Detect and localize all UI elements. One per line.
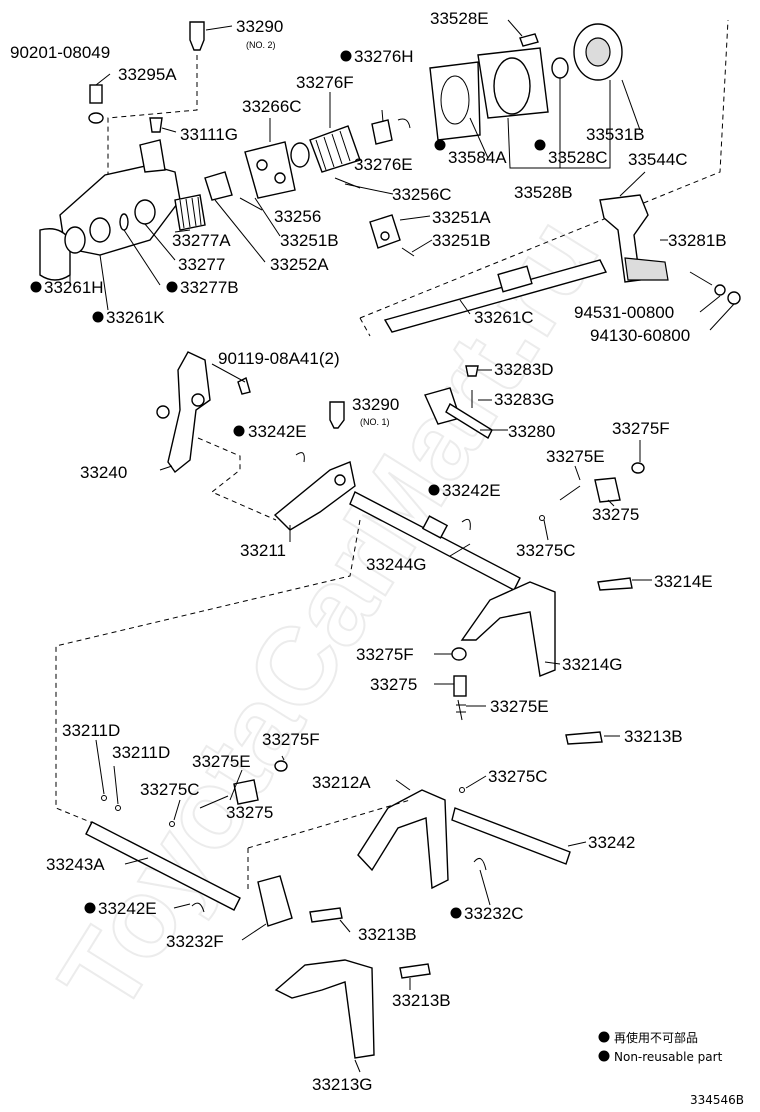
part-labels: 33290 (NO. 2) 90201-08049 33295A 33111G … bbox=[10, 9, 727, 1094]
label-33275E-middle[interactable]: 33275E bbox=[490, 697, 549, 716]
label-33252A[interactable]: 33252A bbox=[270, 255, 329, 274]
label-33275-middle[interactable]: 33275 bbox=[370, 675, 417, 694]
label-33544C[interactable]: 33544C bbox=[628, 150, 688, 169]
label-33290-mid[interactable]: 33290 bbox=[352, 395, 399, 414]
label-33275C-upper[interactable]: 33275C bbox=[516, 541, 576, 560]
label-33283G[interactable]: 33283G bbox=[494, 390, 555, 409]
label-33211D-b[interactable]: 33211D bbox=[112, 743, 170, 762]
label-33277[interactable]: 33277 bbox=[178, 255, 225, 274]
label-33211[interactable]: 33211 bbox=[240, 541, 286, 560]
label-33528B[interactable]: 33528B bbox=[514, 183, 573, 202]
label-33261C[interactable]: 33261C bbox=[474, 308, 534, 327]
label-33211D-a[interactable]: 33211D bbox=[62, 721, 120, 740]
label-33251A[interactable]: 33251A bbox=[432, 208, 491, 227]
label-33214E[interactable]: 33214E bbox=[654, 572, 713, 591]
label-33275F-upper[interactable]: 33275F bbox=[612, 419, 670, 438]
label-33275F-lower[interactable]: 33275F bbox=[262, 730, 320, 749]
top-assembly-drawing bbox=[39, 19, 741, 337]
label-33295A[interactable]: 33295A bbox=[118, 65, 177, 84]
label-33242E-upper[interactable]: 33242E bbox=[248, 422, 307, 441]
label-33251B-right[interactable]: 33251B bbox=[432, 231, 491, 250]
label-33240[interactable]: 33240 bbox=[80, 463, 127, 482]
legend-line-japanese: 再使用不可部品 bbox=[614, 1030, 698, 1045]
leader-lines bbox=[69, 19, 735, 1073]
label-33213B-lower[interactable]: 33213B bbox=[392, 991, 451, 1010]
label-33242E-middle[interactable]: 33242E bbox=[442, 481, 501, 500]
label-33213B-right[interactable]: 33213B bbox=[624, 727, 683, 746]
label-33531B[interactable]: 33531B bbox=[586, 125, 645, 144]
label-33242[interactable]: 33242 bbox=[588, 833, 635, 852]
label-33275C-right[interactable]: 33275C bbox=[488, 767, 548, 786]
label-33275C-left[interactable]: 33275C bbox=[140, 780, 200, 799]
label-33243A[interactable]: 33243A bbox=[46, 855, 105, 874]
label-90119-08A41[interactable]: 90119-08A41(2) bbox=[218, 349, 340, 368]
label-33584A[interactable]: 33584A bbox=[448, 148, 507, 167]
label-33277B[interactable]: 33277B bbox=[180, 278, 239, 297]
label-33111G[interactable]: 33111G bbox=[180, 125, 238, 144]
label-33275E-upper[interactable]: 33275E bbox=[546, 447, 605, 466]
label-33290-top[interactable]: 33290 bbox=[236, 17, 283, 36]
label-33266C[interactable]: 33266C bbox=[242, 97, 302, 116]
label-94531-00800[interactable]: 94531-00800 bbox=[574, 303, 674, 322]
label-33251B-left[interactable]: 33251B bbox=[280, 231, 339, 250]
label-33275E-lower[interactable]: 33275E bbox=[192, 752, 251, 771]
label-33275-upper[interactable]: 33275 bbox=[592, 505, 639, 524]
label-33275-lower[interactable]: 33275 bbox=[226, 803, 273, 822]
label-90201-08049[interactable]: 90201-08049 bbox=[10, 43, 110, 62]
legend-line-english: Non-reusable part bbox=[614, 1050, 723, 1064]
label-33213B-middle[interactable]: 33213B bbox=[358, 925, 417, 944]
non-reusable-markers bbox=[30, 50, 610, 1062]
label-33256[interactable]: 33256 bbox=[274, 207, 321, 226]
label-33261K[interactable]: 33261K bbox=[106, 308, 165, 327]
legend: 再使用不可部品 Non-reusable part bbox=[614, 1030, 723, 1064]
label-33280[interactable]: 33280 bbox=[508, 422, 555, 441]
label-33261H[interactable]: 33261H bbox=[44, 278, 104, 297]
label-33281B[interactable]: 33281B bbox=[668, 231, 727, 250]
lower-assembly-drawing bbox=[55, 351, 645, 1059]
label-33212A[interactable]: 33212A bbox=[312, 773, 371, 792]
label-33275F-middle[interactable]: 33275F bbox=[356, 645, 414, 664]
label-33256C[interactable]: 33256C bbox=[392, 185, 452, 204]
label-33277A[interactable]: 33277A bbox=[172, 231, 231, 250]
label-33276F[interactable]: 33276F bbox=[296, 73, 354, 92]
label-33528E[interactable]: 33528E bbox=[430, 9, 489, 28]
label-33528C[interactable]: 33528C bbox=[548, 148, 608, 167]
label-33213G[interactable]: 33213G bbox=[312, 1075, 373, 1094]
label-33232F[interactable]: 33232F bbox=[166, 932, 224, 951]
label-33244G[interactable]: 33244G bbox=[366, 555, 427, 574]
label-33290-mid-note: (NO. 1) bbox=[360, 417, 390, 427]
label-33214G[interactable]: 33214G bbox=[562, 655, 623, 674]
label-33276E[interactable]: 33276E bbox=[354, 155, 413, 174]
label-33242E-lower[interactable]: 33242E bbox=[98, 899, 157, 918]
label-33232C[interactable]: 33232C bbox=[464, 904, 524, 923]
label-33276H[interactable]: 33276H bbox=[354, 47, 414, 66]
label-33283D[interactable]: 33283D bbox=[494, 360, 554, 379]
label-33290-top-note: (NO. 2) bbox=[246, 40, 276, 50]
diagram-id: 334546B bbox=[690, 1093, 744, 1107]
label-94130-60800[interactable]: 94130-60800 bbox=[590, 326, 690, 345]
